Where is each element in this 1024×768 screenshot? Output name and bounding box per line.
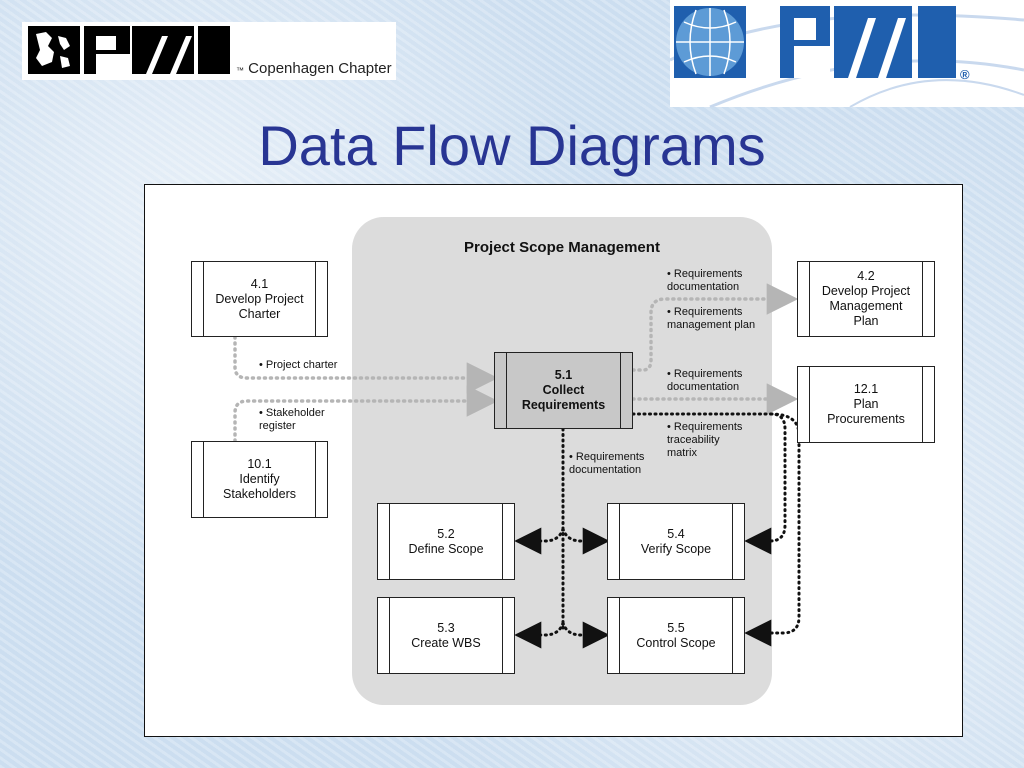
pmi-copenhagen-logo-mark [28, 26, 230, 74]
pmi-copenhagen-logo: ™ Copenhagen Chapter [22, 22, 396, 80]
label-requirements-management-plan: • Requirements management plan [667, 306, 756, 331]
pmi-logo: ® [670, 0, 1024, 107]
group-title: Project Scope Management [464, 239, 660, 256]
label-requirements-documentation-top: • Requirements documentation [667, 268, 743, 293]
chapter-name: ™ Copenhagen Chapter [236, 60, 392, 77]
process-5-3-create-wbs: 5.3 Create WBS [377, 597, 515, 674]
process-5-5-control-scope: 5.5 Control Scope [607, 597, 745, 674]
label-requirements-traceability-matrix: • Requirements traceability matrix [667, 421, 743, 459]
flow-project-charter [233, 335, 499, 394]
process-5-2-define-scope: 5.2 Define Scope [377, 503, 515, 580]
label-project-charter: • Project charter [259, 359, 338, 371]
process-5-4-verify-scope: 5.4 Verify Scope [607, 503, 745, 580]
process-4-2-develop-pm-plan: 4.2 Develop Project Management Plan [797, 261, 935, 337]
flow-traceability-to-5-5 [744, 412, 801, 647]
process-10-1-identify-stakeholders: 10.1 Identify Stakeholders [191, 441, 328, 518]
label-requirements-documentation-mid: • Requirements documentation [667, 368, 743, 393]
flow-connectors [233, 283, 801, 649]
process-5-1-collect-requirements: 5.1 Collect Requirements [494, 352, 633, 429]
flow-to-5-5 [561, 621, 610, 649]
registered-mark: ® [960, 67, 970, 82]
flow-stakeholder-register [233, 385, 499, 443]
process-12-1-plan-procurements: 12.1 Plan Procurements [797, 366, 935, 443]
flow-to-5-4 [561, 527, 610, 555]
data-flow-diagram: Project Scope Management [144, 184, 963, 737]
flow-to-5-2 [514, 527, 565, 555]
pmi-globe-logo-mark [670, 0, 1024, 107]
label-requirements-documentation-down: • Requirements documentation [569, 451, 645, 476]
page-title: Data Flow Diagrams [258, 114, 766, 177]
flow-to-4-2 [631, 283, 799, 372]
flow-to-5-3 [514, 621, 565, 649]
label-stakeholder-register: • Stakeholder register [259, 407, 325, 432]
process-4-1-develop-project-charter: 4.1 Develop Project Charter [191, 261, 328, 337]
